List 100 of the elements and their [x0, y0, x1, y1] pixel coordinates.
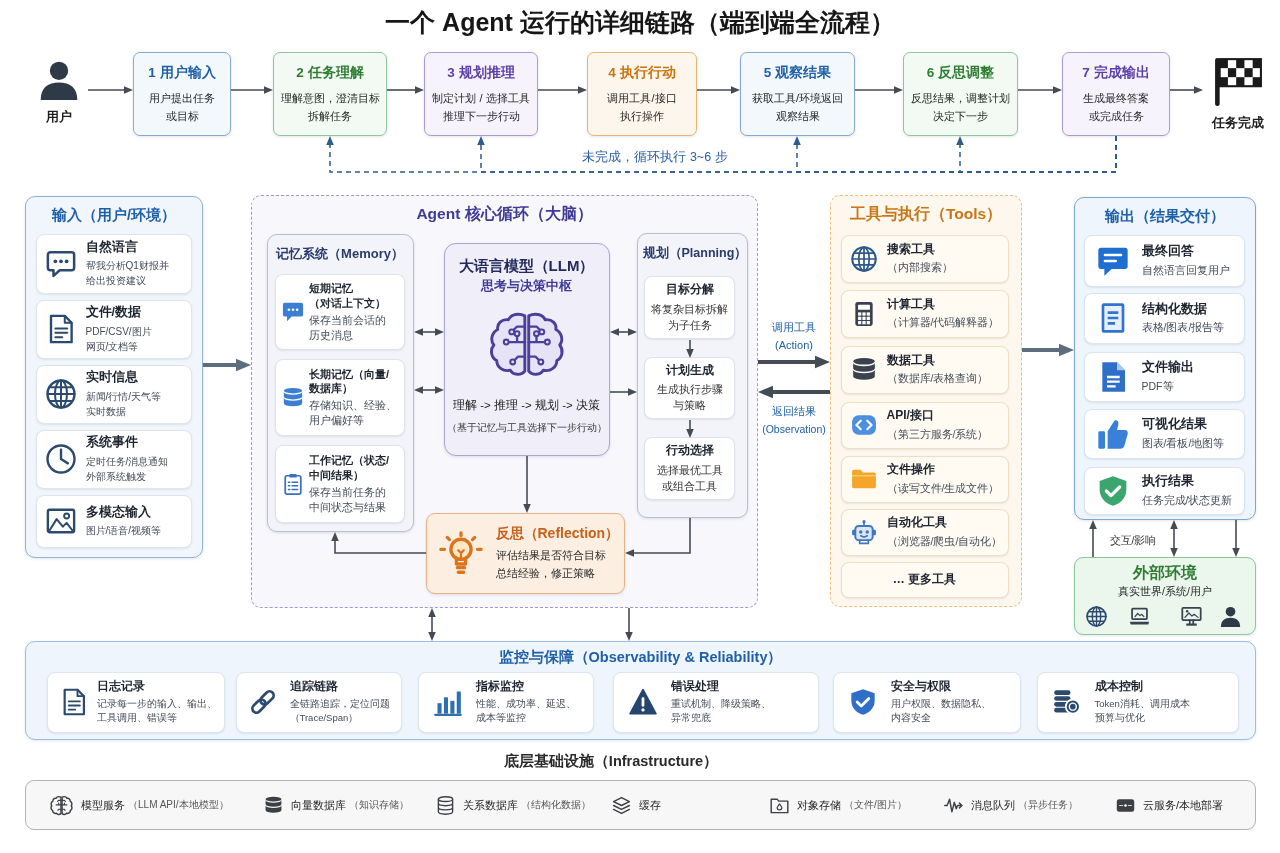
double-arrow: [428, 608, 436, 641]
step-description: 获取工具/环境返回观察结果: [750, 91, 845, 124]
arrow: [758, 355, 830, 369]
item-card: [612, 671, 819, 733]
label-text: 关系数据库: [463, 797, 518, 813]
core-loop-panel: [251, 195, 758, 608]
item-description: 存储知识、经验、用户偏好等: [309, 398, 398, 429]
item-title: … 更多工具: [892, 571, 957, 588]
item-title: 错误处理: [670, 679, 720, 694]
item-description: 定时任务/消息通知外部系统触发: [85, 454, 170, 484]
item-description: 用户权限、数据隐私、内容安全: [890, 696, 992, 725]
item-title: 文件输出: [1141, 359, 1195, 376]
label-text: 模型服务: [81, 797, 125, 813]
flow-text: 理解 -> 推理 -> 规划 -> 决策: [453, 397, 600, 413]
panel-title: 工具与执行（Tools）: [849, 204, 1003, 224]
item-card: [1036, 671, 1239, 733]
item-card: [1083, 351, 1245, 402]
item-description: PDF/CSV/图片网页/文档等: [85, 324, 153, 354]
label-text: 对象存储: [797, 797, 841, 813]
item-card: [832, 671, 1021, 733]
panel-title: 记忆系统（Memory）: [276, 244, 404, 263]
step-title: 1 用户输入: [148, 64, 216, 82]
step-title: 7 完成输出: [1082, 64, 1150, 82]
reflection-title: 反思（Reflection）: [495, 524, 620, 543]
panel-title: 监控与保障（Observability & Reliability）: [498, 648, 783, 667]
reflection-box: [425, 512, 625, 594]
item-description: 图表/看板/地图等: [1141, 435, 1226, 451]
arrow: [686, 419, 694, 438]
item-description: 新闻/行情/天气等实时数据: [85, 389, 163, 419]
step-description: 生成最终答案或完成任务: [1082, 91, 1150, 124]
item-card: [840, 455, 1009, 503]
item-card: [46, 671, 225, 733]
item-description: （内部搜索）: [886, 260, 954, 276]
arrow: [625, 607, 633, 641]
item-description: 性能、成功率、延迟、成本等监控: [475, 696, 577, 725]
item-title: 多模态输入: [85, 503, 152, 521]
item-title: 最终回答: [1141, 243, 1195, 260]
monitoring-panel: [25, 641, 1256, 740]
item-title: 追踪链路: [289, 679, 339, 694]
step-title: 2 任务理解: [296, 64, 364, 82]
label-text: 云服务/本地部署: [1143, 797, 1224, 813]
reflection-description: 评估结果是否符合目标总结经验，修正策略: [495, 548, 607, 581]
llm-subtitle: 思考与决策中枢: [481, 277, 572, 295]
arrow: [696, 86, 740, 94]
environment-title: 外部环境: [1133, 563, 1197, 583]
step-title: 目标分解: [665, 282, 714, 298]
edge-label: 返回结果 (Observation): [761, 404, 827, 437]
item-title: 可视化结果: [1141, 416, 1208, 433]
arrow: [87, 86, 133, 94]
item-description: （浏览器/爬虫/自动化）: [886, 533, 1004, 549]
item-description: PDF等: [1141, 378, 1175, 394]
item-description: （数据库/表格查询）: [886, 371, 990, 387]
item-description: 自然语言回复用户: [1141, 262, 1231, 278]
note-text: （知识存储）: [349, 798, 409, 812]
arrow: [854, 86, 903, 94]
step-description: 用户提出任务或目标: [148, 91, 216, 124]
item-description: （第三方服务/系统）: [886, 426, 990, 442]
node-label: 任务完成: [1212, 114, 1264, 132]
step-description: 选择最优工具或组合工具: [655, 462, 724, 494]
item-card: [1083, 408, 1245, 459]
arrow: [537, 86, 587, 94]
double-arrow: [414, 328, 444, 336]
step-card: [644, 437, 735, 500]
arrow: [230, 86, 273, 94]
item-title: 文件操作: [886, 462, 936, 478]
arrow: [523, 455, 531, 513]
panel-title: Agent 核心循环（大脑）: [416, 204, 593, 224]
step-description: 调用工具/接口执行操作: [606, 91, 678, 124]
arrow: [956, 135, 1117, 173]
item-card: [235, 671, 402, 733]
arrow: [203, 358, 251, 372]
step-title: 4 执行行动: [608, 64, 676, 82]
item-description: 帮我分析Q1财报并给出投资建议: [85, 259, 170, 289]
double-arrow: [1170, 520, 1178, 557]
step-title: 行动选择: [665, 443, 714, 459]
item-card: [840, 289, 1009, 338]
step-box: [1062, 52, 1170, 136]
item-title: API/接口: [886, 408, 935, 424]
arrow: [1017, 86, 1062, 94]
step-title: 计划生成: [665, 362, 714, 379]
item-card: [1083, 466, 1245, 515]
label-text: 消息队列: [971, 797, 1015, 813]
step-box: [587, 52, 697, 136]
arrow: [609, 388, 637, 396]
step-description: 将复杂目标拆解为子任务: [650, 301, 729, 333]
diagram-title: 一个 Agent 运行的详细链路（端到端全流程）: [385, 7, 895, 38]
panel-title: 输入（用户/环境）: [52, 206, 176, 225]
step-box: [424, 52, 538, 136]
environment-box: [1074, 557, 1256, 635]
edge-label: 交互/影响: [1109, 533, 1157, 548]
note-text: （LLM API/本地模型）: [128, 798, 229, 812]
node-label: 用户: [46, 108, 72, 126]
step-box: [903, 52, 1018, 136]
item-card: [840, 401, 1009, 449]
memory-panel: [266, 233, 414, 532]
item-title: 计算工具: [886, 296, 936, 313]
item-card: [35, 494, 192, 548]
item-title: 执行结果: [1141, 473, 1195, 490]
item-card: [1083, 234, 1245, 287]
step-box: [740, 52, 855, 136]
